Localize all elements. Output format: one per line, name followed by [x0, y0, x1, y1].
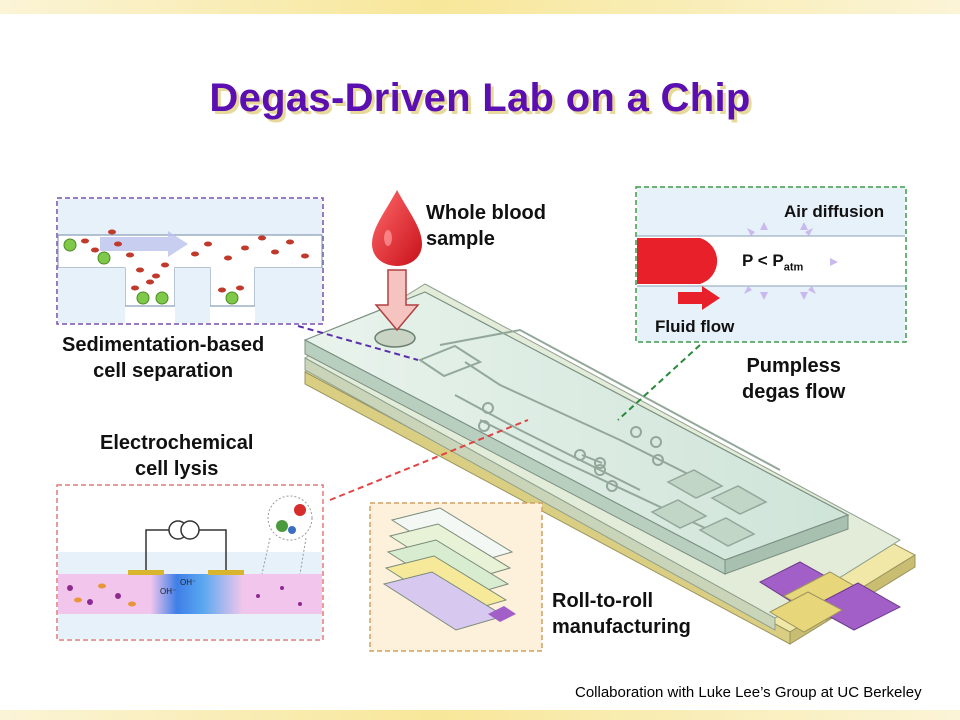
- connector-lysis: [329, 419, 529, 501]
- degas-inset: [635, 186, 907, 343]
- pressure-label: P < Patm: [742, 248, 803, 280]
- roll-to-roll-label: Roll-to-roll manufacturing: [552, 590, 691, 638]
- electrochemical-inset: [56, 484, 324, 641]
- pressure-sub: atm: [783, 261, 804, 274]
- inlet-port: [374, 328, 416, 348]
- connector-sedimentation: [297, 325, 419, 361]
- whole-blood-label: Whole blood sample: [426, 202, 546, 250]
- top-accent-bar: [0, 0, 960, 14]
- credit-line: Collaboration with Luke Lee’s Group at U…: [575, 684, 922, 701]
- bottom-accent-bar: [0, 710, 960, 720]
- roll-to-roll-inset: [369, 502, 543, 652]
- oh-label-left: OH⁻: [160, 587, 176, 596]
- fluid-flow-arrow-icon: [678, 286, 720, 310]
- sedimentation-label: Sedimentation-based cell separation: [62, 334, 265, 382]
- down-arrow-icon: [374, 269, 420, 332]
- fluid-flow-label: Fluid flow: [655, 317, 735, 336]
- pumpless-label: Pumpless degas flow: [742, 355, 846, 403]
- diffusion-arrows: [744, 222, 838, 300]
- sedimentation-inset: [56, 197, 324, 325]
- flow-arrow-icon: [100, 231, 188, 257]
- electrode-pads: [758, 561, 902, 633]
- chambers: [650, 469, 768, 547]
- pressure-main: P < P: [742, 251, 784, 270]
- oh-label-top: OH⁻: [180, 578, 196, 587]
- slide-title: Degas-Driven Lab on a Chip: [209, 76, 751, 120]
- blood-drop-icon: [372, 190, 422, 266]
- chip-body: [303, 283, 917, 645]
- electrochemical-label: Electrochemical cell lysis: [100, 432, 254, 480]
- connector-degas: [617, 344, 701, 421]
- air-diffusion-label: Air diffusion: [784, 202, 885, 221]
